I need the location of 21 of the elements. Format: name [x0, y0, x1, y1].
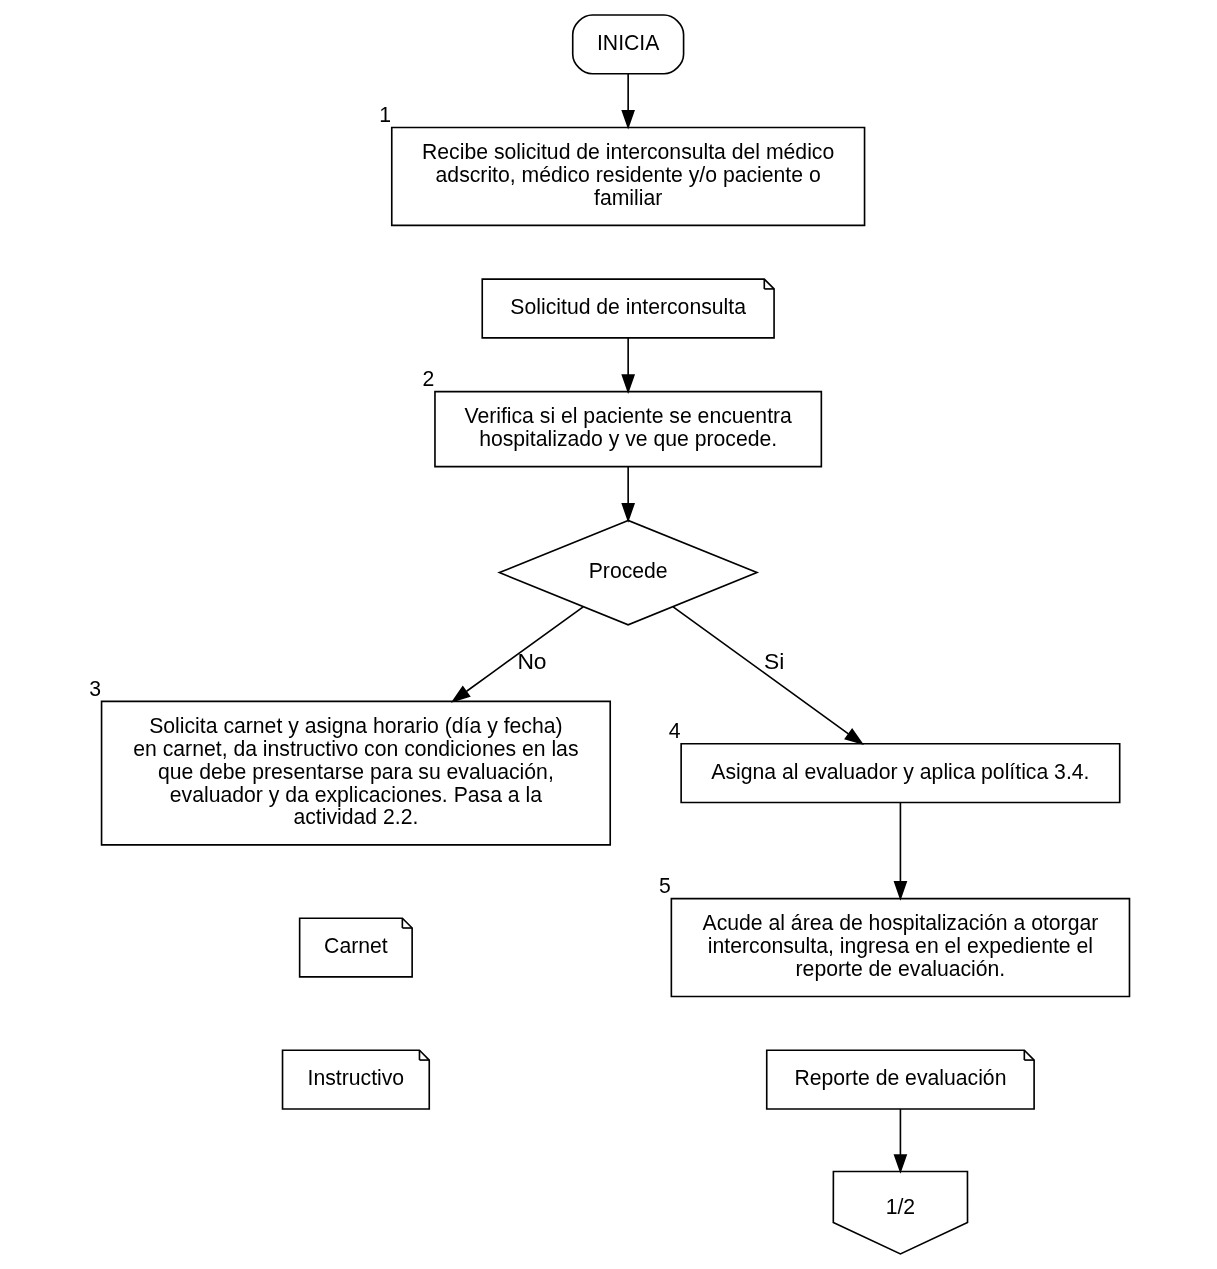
arrow	[450, 606, 584, 703]
node-label: 1	[378, 102, 391, 126]
node-box: Acude al área de hospitalización a otorgar interconsulta, ingresa en el expediente el reporte de evaluación.	[670, 897, 1130, 998]
node-box: Recibe solicitud de interconsulta del médico adscrito, médico residente y/o paciente o familiar	[390, 126, 865, 227]
arrow	[620, 337, 635, 394]
node-label: 2	[422, 366, 434, 390]
edge-label: Si	[763, 648, 784, 675]
node-box: Asigna al evaluador y aplica política 3.4.	[679, 742, 1120, 804]
node-box: INICIA	[571, 14, 684, 75]
node-label: 4	[668, 718, 681, 742]
node-label: 5	[658, 873, 671, 897]
node-box: Solicita carnet y asigna horario (día y fecha) en carnet, da instructivo con condiciones en las que debe presentarse para su evaluación, evaluador y da explicaciones. Pasa a la actividad 2.2.	[100, 700, 611, 846]
node-diamond: Procede	[496, 519, 759, 626]
arrow	[893, 1108, 907, 1174]
arrow	[671, 606, 864, 746]
arrow	[620, 466, 635, 523]
arrow	[893, 802, 907, 901]
edge-label: No	[516, 648, 547, 675]
node-label: 3	[88, 676, 101, 700]
arrow	[620, 73, 635, 130]
node-box: Verifica si el paciente se encuentra hospitalizado y ve que procede.	[433, 390, 822, 468]
